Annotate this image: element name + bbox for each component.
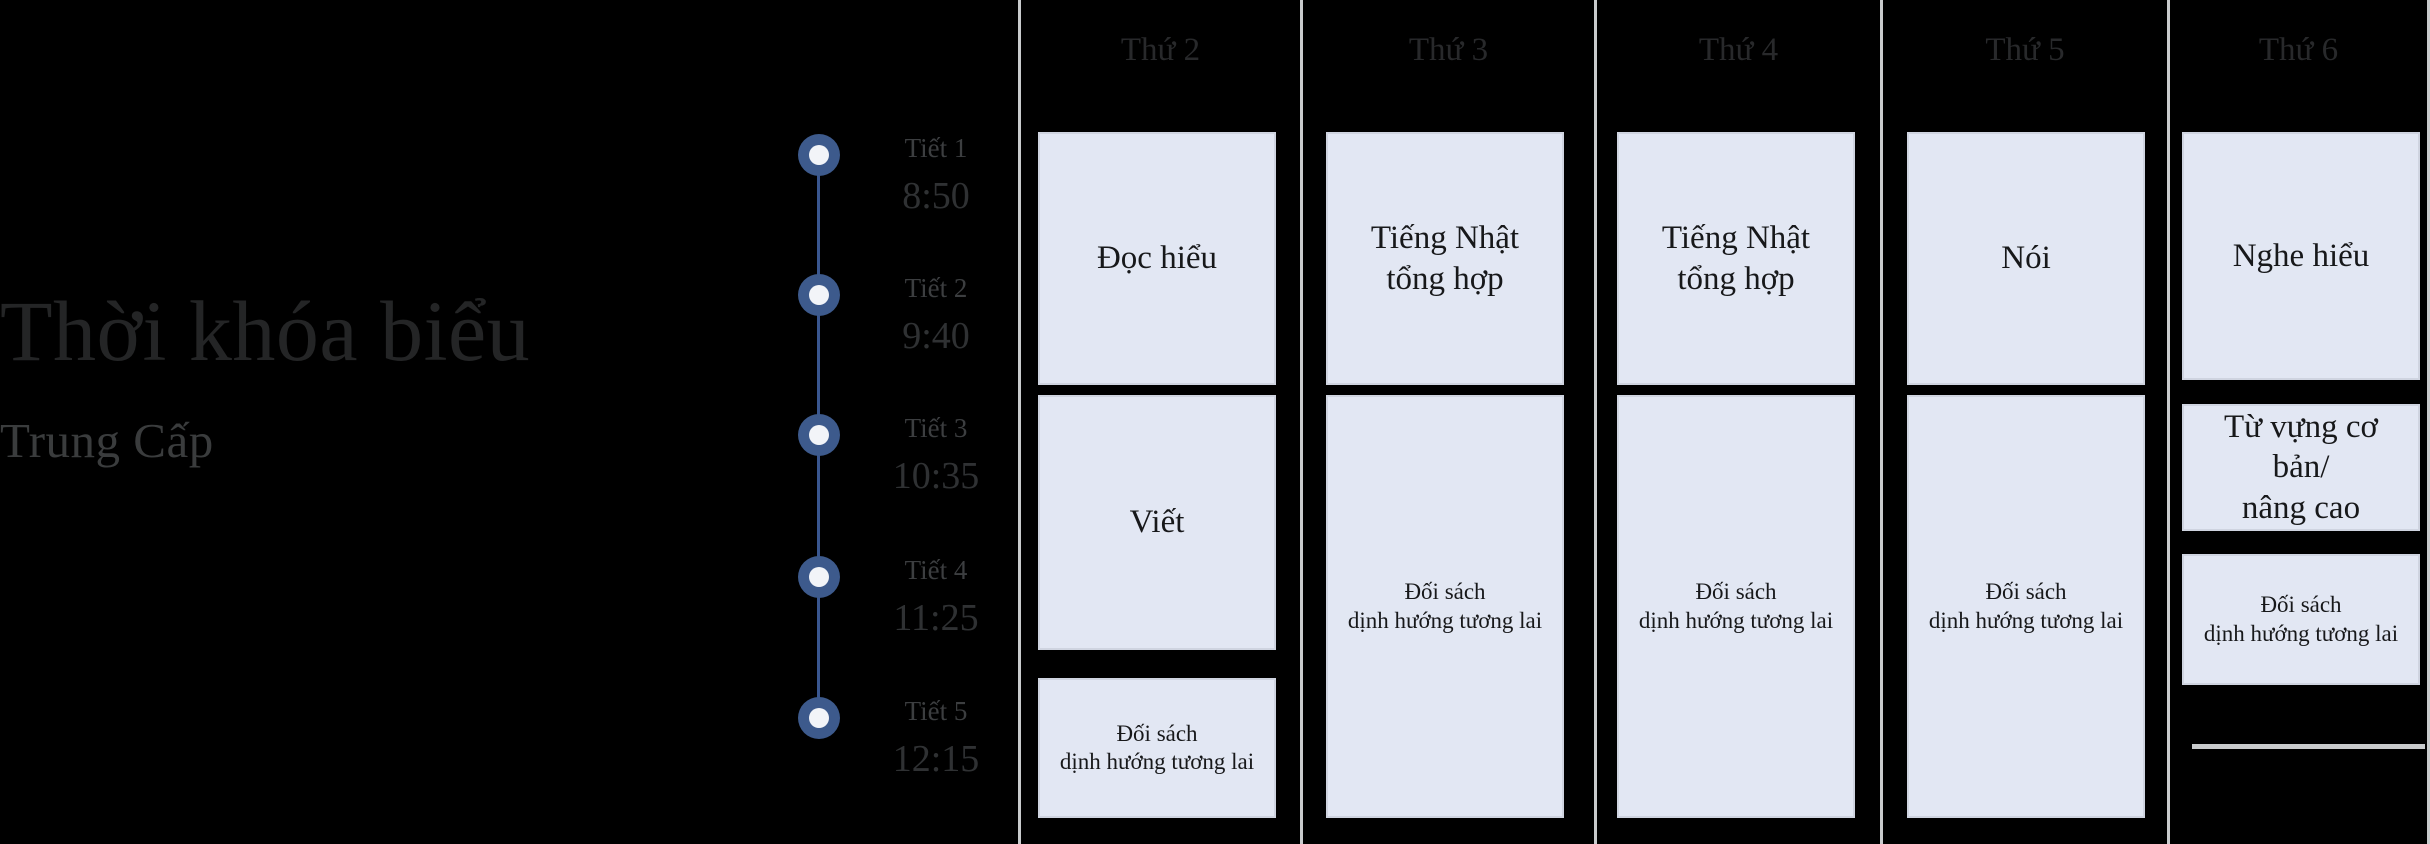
page-subtitle: Trung Cấp (0, 413, 214, 468)
schedule-grid: Thứ 2 Đọc hiểu Viết Đối sách dịnh hướng … (1018, 0, 2430, 844)
schedule-card[interactable]: Đối sách dịnh hướng tương lai (1907, 395, 2145, 818)
schedule-card-text: Tiếng Nhật tổng hợp (1661, 220, 1811, 297)
period-time: 10:35 (892, 455, 980, 497)
schedule-card-text: Đọc hiểu (1096, 240, 1218, 277)
schedule-card[interactable]: Nghe hiểu (2182, 132, 2420, 380)
schedule-card-text: Đối sách dịnh hướng tương lai (1347, 579, 1543, 633)
schedule-card-text: Tiếng Nhật tổng hợp (1370, 220, 1520, 297)
schedule-card[interactable]: Tiếng Nhật tổng hợp (1617, 132, 1855, 385)
period-label: Tiết 2 (904, 273, 968, 303)
page-title: Thời khóa biểu (0, 283, 531, 379)
schedule-card[interactable]: Đối sách dịnh hướng tương lai (1038, 678, 1276, 818)
schedule-card-text: Từ vựng cơ bản/ nâng cao (2223, 409, 2379, 526)
schedule-card-text: Nói (2001, 240, 2051, 277)
schedule-card-text: Đối sách dịnh hướng tương lai (1928, 579, 2124, 633)
day-header: Thứ 4 (1698, 32, 1779, 68)
timeline-node-icon (798, 556, 840, 598)
schedule-card[interactable]: Nói (1907, 132, 2145, 385)
schedule-card-text: Viết (1129, 504, 1185, 541)
column-divider-rule (2192, 744, 2425, 749)
schedule-card[interactable]: Đối sách dịnh hướng tương lai (2182, 554, 2420, 685)
period-label: Tiết 5 (904, 696, 968, 726)
period-label: Tiết 1 (904, 133, 968, 163)
schedule-card-text: Đối sách dịnh hướng tương lai (1059, 720, 1255, 774)
schedule-card[interactable]: Đối sách dịnh hướng tương lai (1326, 395, 1564, 818)
day-header: Thứ 6 (2258, 32, 2339, 68)
day-header: Thứ 2 (1120, 32, 1201, 68)
period-time: 8:50 (902, 175, 970, 217)
timeline-node-icon (798, 414, 840, 456)
schedule-card[interactable]: Đối sách dịnh hướng tương lai (1617, 395, 1855, 818)
day-column-thu-3: Thứ 3 Tiếng Nhật tổng hợp Đối sách dịnh … (1300, 0, 1594, 844)
period-time: 11:25 (893, 597, 979, 639)
period-label: Tiết 3 (904, 413, 968, 443)
period-time: 12:15 (892, 738, 980, 780)
schedule-card[interactable]: Tiếng Nhật tổng hợp (1326, 132, 1564, 385)
schedule-card[interactable]: Từ vựng cơ bản/ nâng cao (2182, 404, 2420, 531)
period-timeline: Tiết 1 8:50 Tiết 2 9:40 Tiết 3 10:35 Tiế… (760, 0, 1018, 844)
day-header: Thứ 3 (1408, 32, 1489, 68)
title-block: Thời khóa biểu Trung Cấp (0, 0, 760, 844)
schedule-card-text: Nghe hiểu (2232, 237, 2370, 274)
day-column-thu-6: Thứ 6 Nghe hiểu Từ vựng cơ bản/ nâng cao… (2167, 0, 2430, 844)
period-label: Tiết 4 (904, 555, 968, 585)
schedule-card[interactable]: Đọc hiểu (1038, 132, 1276, 385)
schedule-card-text: Đối sách dịnh hướng tương lai (2203, 592, 2399, 646)
day-column-thu-2: Thứ 2 Đọc hiểu Viết Đối sách dịnh hướng … (1018, 0, 1300, 844)
timeline-node-icon (798, 274, 840, 316)
day-header: Thứ 5 (1985, 32, 2065, 68)
schedule-card-text: Đối sách dịnh hướng tương lai (1638, 579, 1834, 633)
day-column-thu-4: Thứ 4 Tiếng Nhật tổng hợp Đối sách dịnh … (1594, 0, 1880, 844)
timeline-node-icon (798, 134, 840, 176)
day-column-thu-5: Thứ 5 Nói Đối sách dịnh hướng tương lai (1880, 0, 2167, 844)
schedule-card[interactable]: Viết (1038, 395, 1276, 650)
period-time: 9:40 (902, 315, 970, 357)
timeline-node-icon (798, 697, 840, 739)
